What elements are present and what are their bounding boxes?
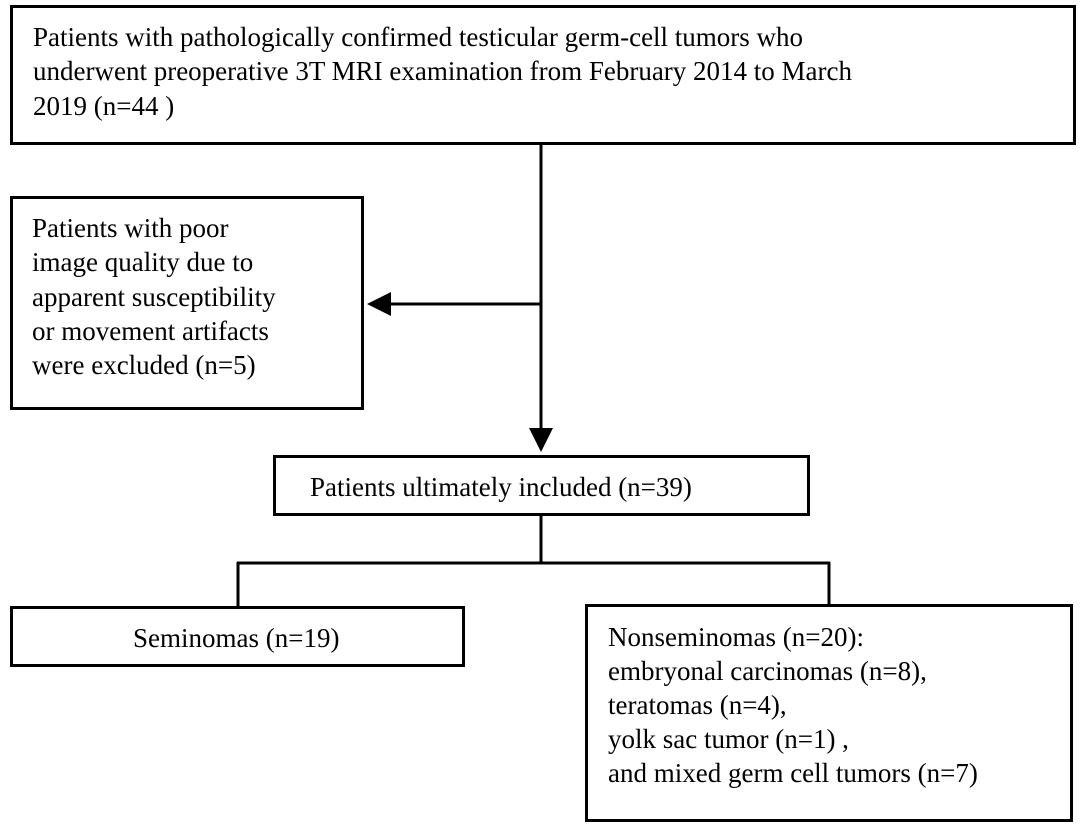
excluded-text-line-5: were excluded (n=5): [32, 350, 256, 381]
enrollment-box: Patients with pathologically confirmed t…: [10, 5, 1076, 145]
nonseminomas-text-line-5: and mixed germ cell tumors (n=7): [608, 758, 978, 789]
excluded-text-line-1: Patients with poor: [32, 213, 229, 243]
enrollment-text-line-3: 2019 (n=44 ): [33, 90, 175, 121]
nonseminomas-text-line-4: yolk sac tumor (n=1) ,: [608, 724, 849, 755]
nonseminomas-text-line-2: embryonal carcinomas (n=8),: [608, 656, 927, 687]
excluded-text-line-4: or movement artifacts: [32, 315, 269, 346]
included-text-line-1: Patients ultimately included (n=39): [310, 472, 692, 502]
nonseminomas-box: Nonseminomas (n=20): embryonal carcinoma…: [585, 604, 1073, 822]
seminomas-text-line-1: Seminomas (n=19): [133, 623, 340, 653]
included-box: Patients ultimately included (n=39): [273, 455, 810, 516]
excluded-text-line-2: image quality due to: [32, 247, 254, 278]
enrollment-text-line-2: underwent preoperative 3T MRI examinatio…: [33, 56, 853, 87]
nonseminomas-text-line-1: Nonseminomas (n=20):: [608, 622, 864, 652]
nonseminomas-text-line-3: teratomas (n=4),: [608, 690, 787, 721]
excluded-box: Patients with poor image quality due to …: [10, 196, 364, 410]
excluded-text-line-3: apparent susceptibility: [32, 281, 276, 312]
seminomas-box: Seminomas (n=19): [10, 606, 465, 667]
enrollment-text-line-1: Patients with pathologically confirmed t…: [33, 22, 804, 52]
